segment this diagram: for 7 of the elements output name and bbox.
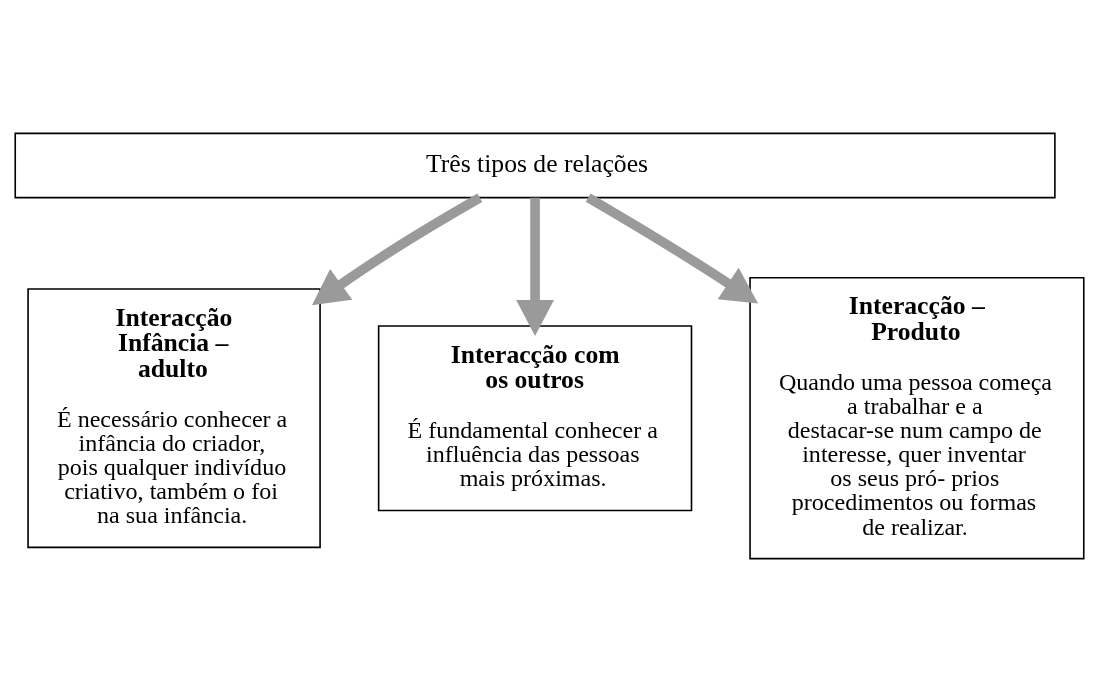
arrow xyxy=(585,192,759,303)
node-box: Interacção – Produto Quando uma pessoa começa a trabalhar e a destacar-se num campo de interesse, quer inventar os seus pró- prios procedimentos ou formas de realizar. xyxy=(749,276,1085,559)
node-box: Três tipos de relações xyxy=(14,132,1056,198)
node-box: Interacção Infância – adulto É necessário conhecer a infância do criador, pois qualquer indivíduo criativo, também o foi na sua infância. xyxy=(27,287,321,548)
arrow xyxy=(311,193,483,305)
arrow xyxy=(516,197,554,336)
node-box: Interacção com os outros É fundamental conhecer a influência das pessoas mais próximas. xyxy=(377,324,693,511)
